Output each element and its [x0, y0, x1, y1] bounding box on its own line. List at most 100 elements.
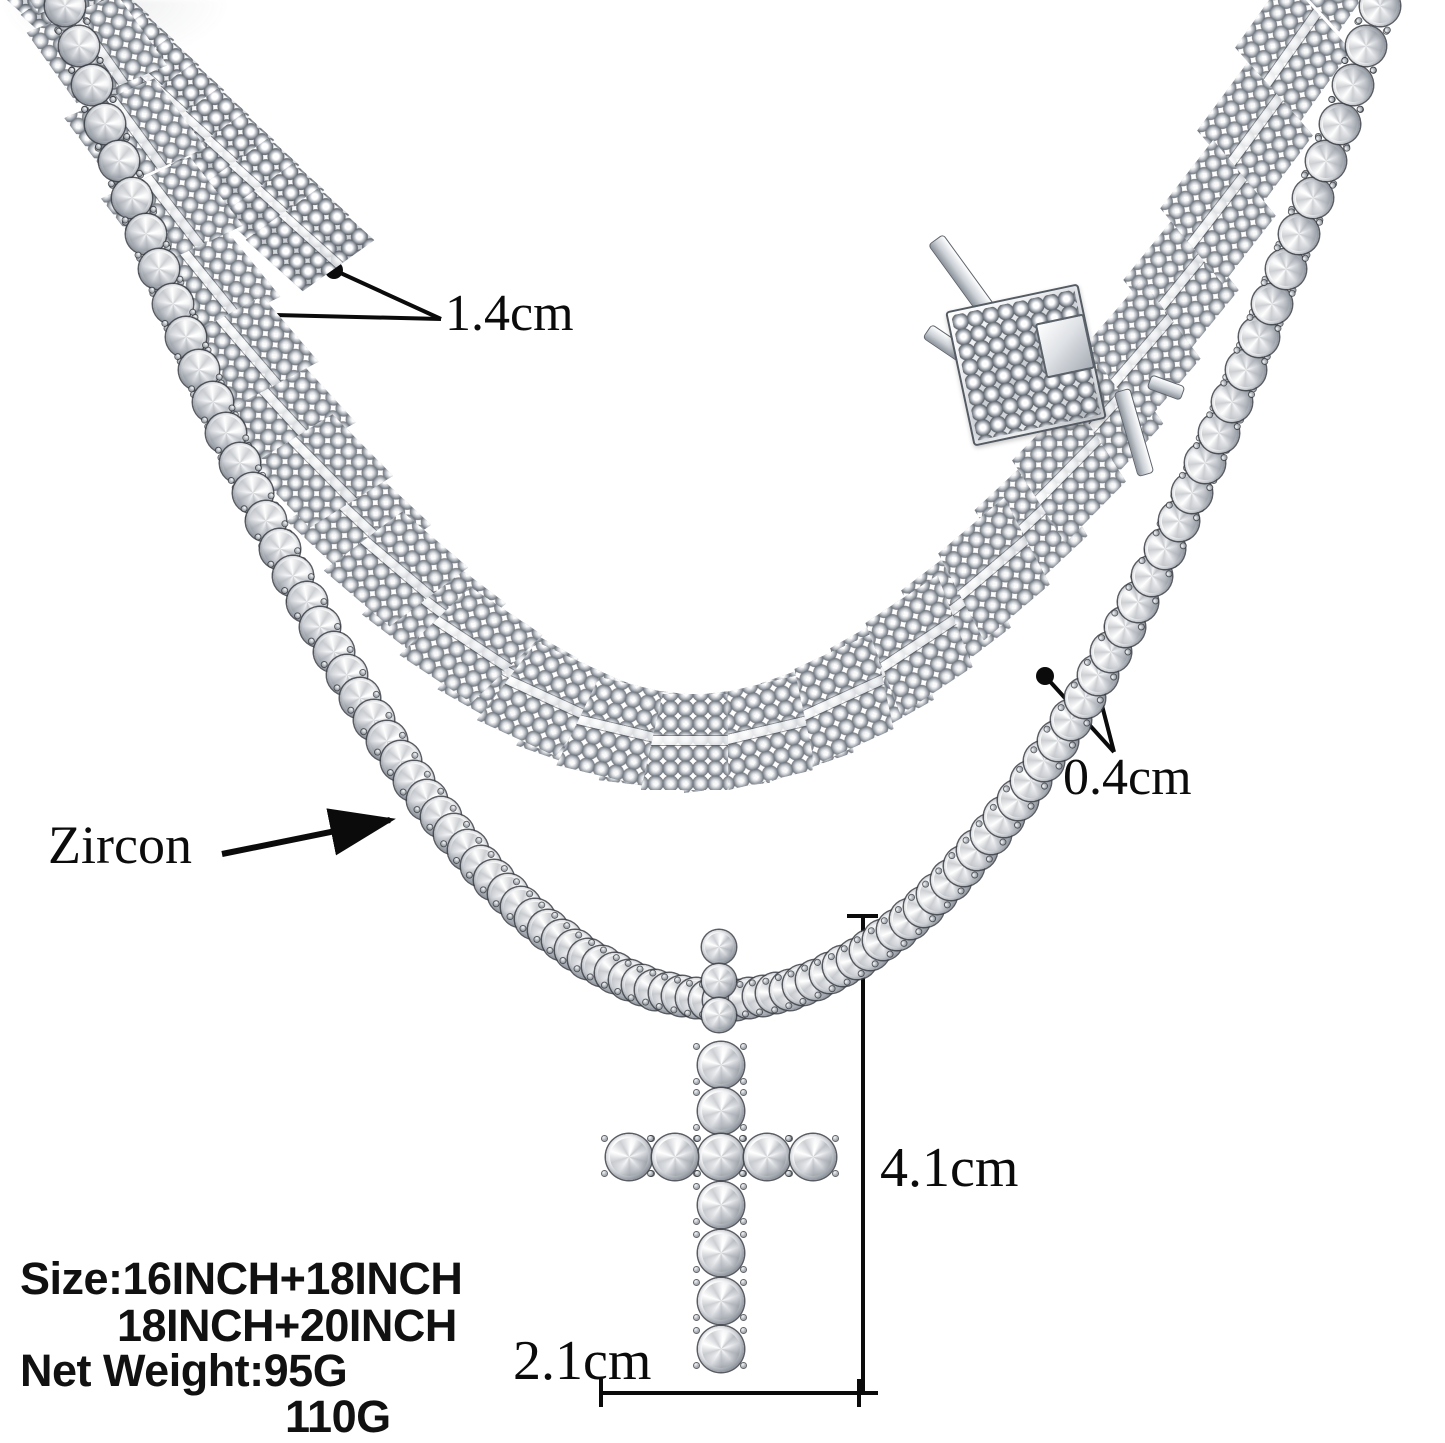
prong	[83, 18, 90, 25]
prong	[148, 286, 155, 294]
cross-stone	[790, 1134, 836, 1180]
prong	[741, 1232, 746, 1237]
prong	[398, 732, 406, 740]
prong	[123, 133, 130, 140]
prong	[307, 573, 315, 580]
cross-stone	[698, 1134, 744, 1180]
zircon-material-label: Zircon	[48, 815, 192, 875]
prong	[439, 840, 447, 848]
prong	[449, 805, 457, 813]
prong	[1383, 26, 1391, 33]
prong	[437, 788, 445, 796]
prong	[506, 912, 514, 920]
prong	[741, 1079, 746, 1084]
prong	[694, 1184, 699, 1189]
prong	[373, 749, 381, 756]
prong	[833, 1136, 838, 1141]
prong	[694, 1079, 699, 1084]
prong	[648, 1136, 653, 1141]
prong	[694, 1267, 699, 1272]
spec-line-size-2: 18INCH+20INCH	[117, 1300, 457, 1351]
prong	[694, 1090, 699, 1095]
prong	[575, 931, 583, 939]
prong	[559, 956, 567, 964]
prong	[294, 612, 301, 620]
spec-line-weight-1: Net Weight:95G	[20, 1345, 348, 1396]
prong	[400, 788, 408, 796]
prong	[307, 637, 315, 645]
prong	[176, 275, 183, 283]
prong	[694, 1315, 699, 1320]
prong	[741, 1219, 746, 1224]
cross-bail-stone	[702, 964, 736, 998]
prong	[550, 912, 558, 920]
prong	[333, 684, 341, 692]
prong	[466, 871, 474, 879]
prong	[268, 492, 275, 500]
cross-height-label: 4.1cm	[880, 1137, 1019, 1199]
cross-stone-setting	[694, 1278, 746, 1324]
prong	[121, 216, 129, 224]
prong	[492, 899, 500, 908]
prong	[602, 1136, 607, 1141]
cross-width-label: 2.1cm	[513, 1330, 652, 1392]
prong	[424, 770, 432, 778]
prong	[538, 901, 546, 909]
prong	[188, 385, 195, 392]
cross-bail-stone	[702, 998, 736, 1032]
prong	[648, 1171, 653, 1176]
prong	[359, 669, 367, 676]
prong	[741, 1280, 746, 1285]
cross-stone-setting	[694, 1230, 746, 1276]
cross-stone-setting	[786, 1134, 838, 1180]
prong	[694, 1219, 699, 1224]
cross-stone-setting	[740, 1134, 792, 1180]
prong	[741, 1090, 746, 1095]
cross-width-dimension-cap-right	[857, 1379, 861, 1407]
prong	[513, 877, 521, 886]
prong	[214, 447, 222, 454]
cross-width-dimension-cap-left	[599, 1379, 603, 1407]
prong	[320, 661, 328, 669]
prong	[694, 1363, 699, 1368]
prong	[525, 890, 533, 898]
cross-pendant	[594, 930, 838, 1390]
prong	[694, 1232, 699, 1237]
prong	[881, 916, 889, 925]
prong	[280, 587, 288, 594]
prong	[385, 712, 393, 719]
cross-stone-setting	[694, 1088, 746, 1134]
prong	[546, 946, 554, 954]
cross-stone-setting	[694, 1134, 746, 1180]
prong	[694, 1280, 699, 1285]
prong	[786, 1136, 791, 1141]
prong	[741, 1125, 746, 1130]
prong	[741, 1267, 746, 1272]
prong	[95, 143, 102, 151]
cross-stone	[698, 1042, 744, 1088]
spec-line-weight-2: 110G	[285, 1391, 391, 1442]
prong	[333, 622, 341, 630]
prong	[411, 751, 419, 759]
cross-stone	[698, 1182, 744, 1228]
cross-stone	[652, 1134, 698, 1180]
prong	[475, 836, 483, 844]
prong	[741, 1184, 746, 1189]
prong	[55, 27, 62, 35]
prong	[740, 1136, 745, 1141]
prong	[900, 939, 908, 947]
cross-stone	[698, 1278, 744, 1324]
tennis-width-label: 0.4cm	[1063, 749, 1192, 806]
prong	[740, 1171, 745, 1176]
cross-bail-stone	[702, 930, 736, 964]
prong	[694, 1125, 699, 1130]
prong	[320, 598, 328, 606]
prong	[215, 373, 223, 381]
prong	[741, 1315, 746, 1320]
prong	[695, 1171, 700, 1176]
prong	[741, 1363, 746, 1368]
prong	[189, 309, 196, 316]
cross-stone-setting	[694, 1182, 746, 1228]
